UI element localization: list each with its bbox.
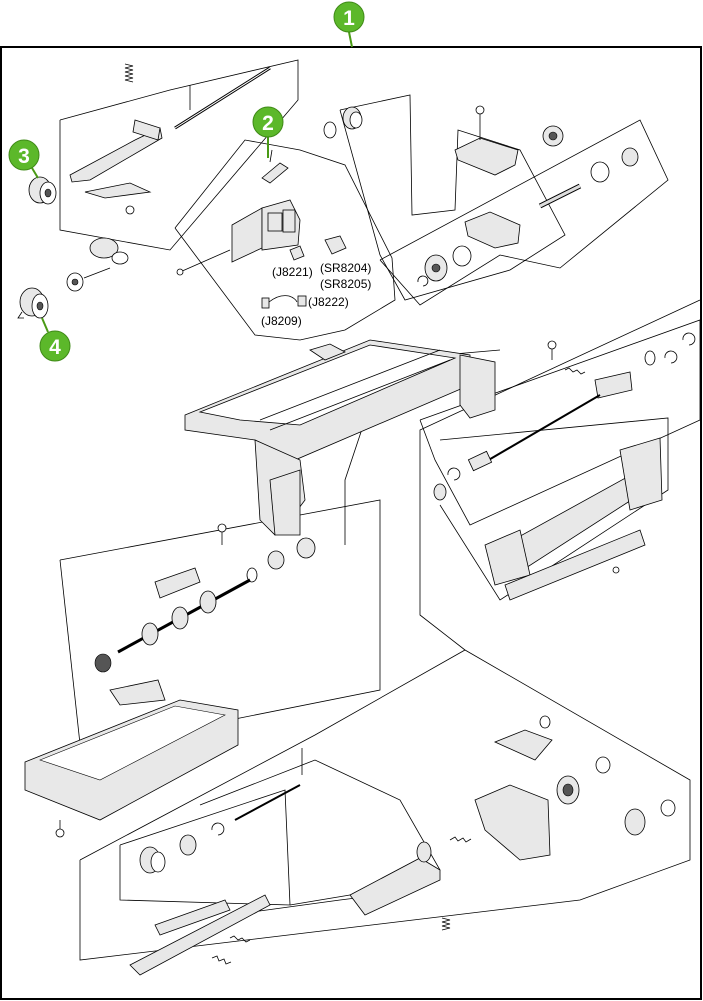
feed-roller-shaft [95,524,315,672]
gear-bracket-top-right [324,106,638,286]
pickup-roller-4 [18,288,48,318]
callout-4-number: 4 [49,336,61,359]
callout-3-number: 3 [18,145,30,168]
label-j8221: (J8221) [272,265,313,279]
label-j8209: (J8209) [261,314,302,328]
pickup-assembly-top-left [18,64,270,318]
label-sr8205: (SR8205) [320,277,371,291]
label-j8222: (J8222) [308,295,349,309]
gear-assembly-bottom-right [450,716,675,860]
callout-1-number: 1 [343,7,355,30]
main-chassis [185,340,495,535]
label-sr8204: (SR8204) [320,261,371,275]
pickup-roller-3 [29,177,56,204]
callout-2-number: 2 [262,112,274,135]
bottom-left-assembly [130,748,450,975]
lower-tray-left [25,680,238,837]
connector-labels: (SR8204) (J8221) (SR8205) (J8222) (J8209… [261,261,371,328]
